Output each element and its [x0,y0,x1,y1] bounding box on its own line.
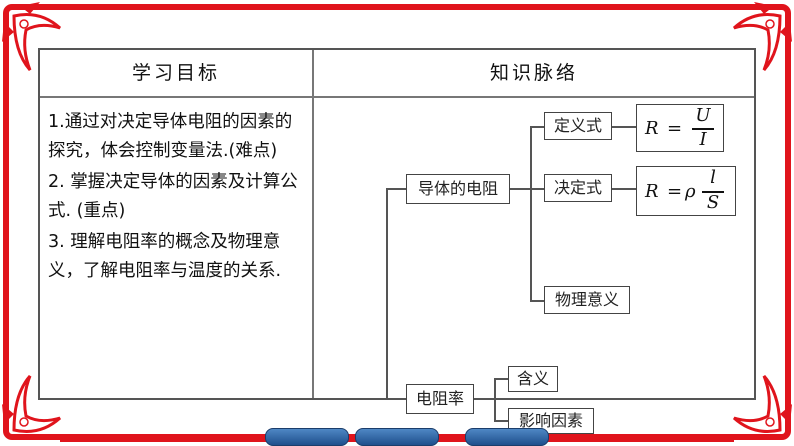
connector [494,378,508,380]
node-conductor-resistance: 导体的电阻 [406,174,510,204]
node-resistivity: 电阻率 [406,384,474,414]
connector [612,188,636,190]
connector [386,188,406,190]
learning-goals: 1.通过对决定导体电阻的因素的探究，体会控制变量法.(难点) 2. 掌握决定导体… [48,108,306,287]
formula-definition: R = U I [636,104,724,152]
node-definition: 定义式 [544,112,612,140]
formula-equals: = [667,181,683,202]
connector [494,420,508,422]
connector [530,126,544,128]
goal-item: 2. 掌握决定导体的因素及计算公式. (重点) [48,171,298,222]
formula-rho: ρ [685,181,696,202]
formula-numerator: U [695,105,711,126]
nav-home-button[interactable] [355,428,439,446]
formula-lhs: R [645,181,659,202]
fraction-bar [702,191,724,193]
connector [474,398,494,400]
header-learning-goals: 学习目标 [131,62,220,84]
column-divider [312,50,314,398]
header-divider [40,96,754,98]
nav-prev-button[interactable] [265,428,349,446]
connector [386,398,406,400]
goal-item: 3. 理解电阻率的概念及物理意义，了解电阻率与温度的关系. [48,231,282,281]
nav-next-button[interactable] [465,428,549,446]
connector [386,188,388,398]
node-physical-meaning: 物理意义 [544,286,630,314]
connector [612,126,636,128]
formula-denominator: S [706,192,720,213]
node-determination: 决定式 [544,174,612,202]
connector [530,188,544,190]
header-knowledge-map: 知识脉络 [489,62,578,84]
goal-item: 1.通过对决定导体电阻的因素的探究，体会控制变量法.(难点) [48,112,293,162]
formula-determination: R = ρ l S [636,166,736,216]
formula-equals: = [667,118,683,139]
content-table: 学习目标 知识脉络 1.通过对决定导体电阻的因素的探究，体会控制变量法.(难点)… [38,48,756,434]
knowledge-mindmap: 导体的电阻 定义式 决定式 物理意义 R = U I R = ρ l S [316,98,754,434]
formula-numerator: l [710,167,716,188]
connector [530,300,544,302]
connector [510,188,530,190]
node-meaning: 含义 [508,366,558,392]
formula-lhs: R [645,118,659,139]
formula-denominator: I [699,129,707,150]
fraction-bar [692,128,714,130]
connector [494,378,496,420]
connector [530,126,532,300]
